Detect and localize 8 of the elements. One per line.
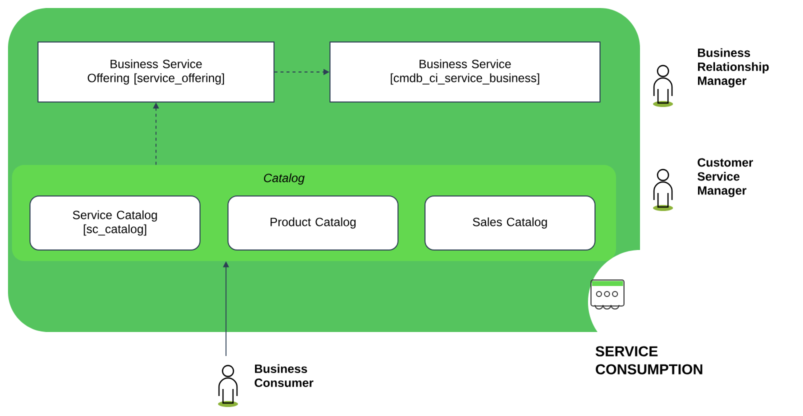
section-title: SERVICE CONSUMPTION xyxy=(596,346,702,374)
catalog-box: Sales Catalog xyxy=(424,196,596,250)
catalog-box: Service Catalog [sc_catalog] xyxy=(30,196,200,250)
entity-box: Business Service Offering [service_offering] xyxy=(38,42,274,102)
role-label: Customer Service Manager xyxy=(698,158,754,198)
catalog-box: Product Catalog xyxy=(228,196,398,250)
entity-box: Business Service [cmdb_ci_service_business] xyxy=(330,42,600,102)
role-label: Business Relationship Manager xyxy=(698,48,769,88)
